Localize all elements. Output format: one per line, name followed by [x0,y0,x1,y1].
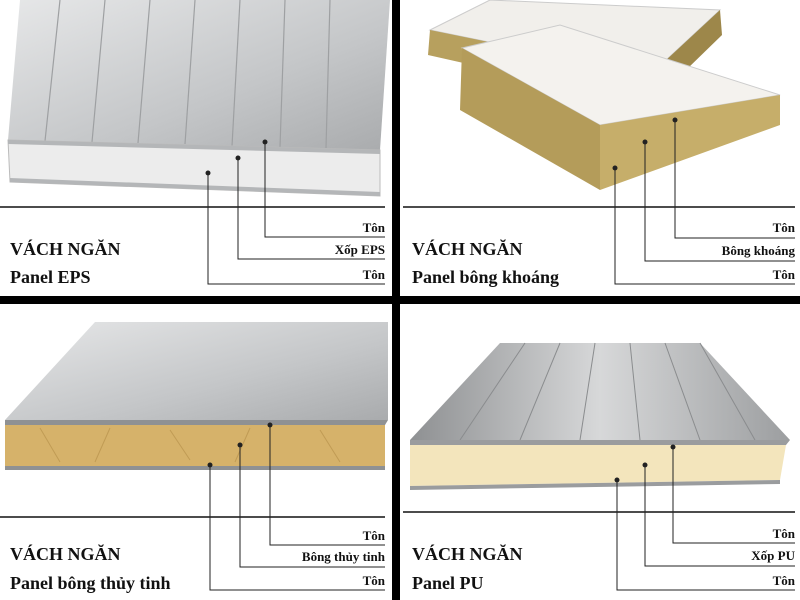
layer-label-core: Bông thủy tinh [302,549,386,564]
quadrant-pu: Tôn Xốp PU Tôn VÁCH NGĂN Panel PU [403,342,796,593]
quadrant-rockwool: Tôn Bông khoáng Tôn VÁCH NGĂN Panel bông… [403,0,796,287]
panel-subtitle: Panel PU [412,573,484,593]
horizontal-divider [0,296,800,304]
panel-subtitle: Panel bông khoáng [412,267,559,287]
quadrant-eps: Tôn Xốp EPS Tôn VÁCH NGĂN Panel EPS [0,0,390,287]
panel-title: VÁCH NGĂN [412,238,523,259]
leader-line [269,425,385,546]
layer-label-top: Tôn [773,220,796,235]
layer-label-core: Xốp PU [751,548,795,563]
glasswool-panel-illustration [5,322,388,470]
layer-label-core: Xốp EPS [335,242,385,257]
eps-panel-illustration [7,0,390,197]
leader-line [264,142,385,238]
pu-panel-illustration [410,342,790,490]
panel-subtitle: Panel bông thủy tinh [10,573,171,593]
leader-line [614,168,795,285]
leader-line [644,465,795,567]
layer-label-top: Tôn [363,528,386,543]
rockwool-panel-illustration [428,0,781,190]
layer-label-bottom: Tôn [363,573,386,588]
layer-label-bottom: Tôn [773,573,796,588]
panel-subtitle: Panel EPS [10,267,91,287]
panel-title: VÁCH NGĂN [412,543,523,564]
layer-label-bottom: Tôn [363,267,386,282]
leader-line [209,465,385,591]
leader-line [616,480,795,591]
leader-line [644,142,795,262]
layer-label-core: Bông khoáng [722,243,796,258]
layer-label-top: Tôn [363,220,386,235]
leader-line [672,447,795,544]
quadrant-glasswool: Tôn Bông thủy tinh Tôn VÁCH NGĂN Panel b… [0,322,388,593]
leader-line [237,158,385,260]
leader-line [239,445,385,568]
panel-title: VÁCH NGĂN [10,543,121,564]
leader-line [207,173,385,285]
layer-label-top: Tôn [773,526,796,541]
layer-label-bottom: Tôn [773,267,796,282]
leader-line [674,120,795,239]
panel-title: VÁCH NGĂN [10,238,121,259]
